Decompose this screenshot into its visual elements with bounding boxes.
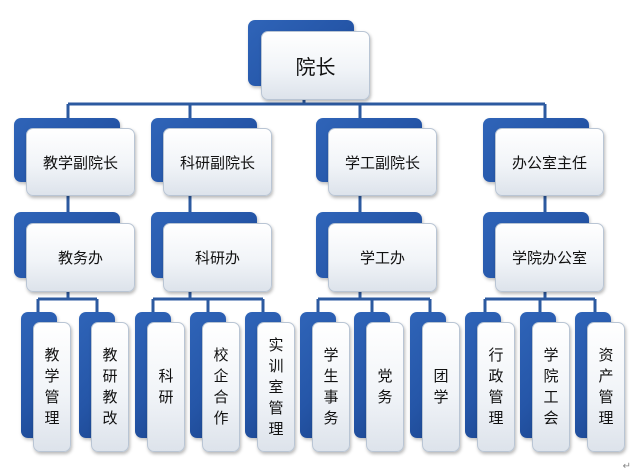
label-char: 学 (433, 388, 449, 406)
node-vp-student-affairs: 学工副院长 (316, 118, 437, 196)
node-teaching-management: 教学管理 (21, 312, 71, 452)
label-char: 管 (598, 388, 614, 406)
paragraph-mark: ↵ (622, 461, 631, 472)
node-teaching-reform: 教研教改 (79, 312, 129, 452)
label-char: 管 (44, 388, 60, 406)
node-label: 学院工会 (532, 322, 570, 452)
label-char: 学 (323, 346, 339, 364)
node-label: 行政管理 (477, 322, 515, 452)
node-student-matters: 学生事务 (300, 312, 350, 452)
node-label: 学生事务 (312, 322, 350, 452)
node-label: 科研 (147, 322, 185, 452)
label-char: 生 (323, 367, 339, 385)
label-char: 资 (598, 346, 614, 364)
connector-l3-l4 (36, 290, 597, 313)
label-char: 作 (213, 409, 229, 427)
label-char: 合 (213, 388, 229, 406)
node-label: 教务办 (26, 223, 135, 292)
node-youth-league: 团学 (410, 312, 460, 452)
node-college-office: 学院办公室 (483, 212, 604, 292)
label-char: 校 (213, 346, 229, 364)
label-char: 工 (543, 388, 559, 406)
node-label: 教学管理 (33, 322, 71, 452)
node-school-enterprise: 校企合作 (190, 312, 240, 452)
label-char: 科 (158, 367, 174, 385)
node-asset-management: 资产管理 (575, 312, 625, 452)
node-label: 学院办公室 (495, 223, 604, 292)
node-label: 教研教改 (91, 322, 129, 452)
node-label: 院长 (261, 31, 370, 100)
node-academic-affairs-office: 教务办 (14, 212, 135, 292)
label-char: 务 (323, 409, 339, 427)
node-label: 教学副院长 (26, 128, 135, 196)
label-char: 团 (433, 367, 449, 385)
label-char: 会 (543, 409, 559, 427)
node-label: 科研办 (163, 223, 272, 292)
label-char: 理 (268, 419, 284, 438)
node-lab-management: 实训室管理 (245, 312, 295, 452)
label-char: 党 (377, 367, 393, 385)
label-char: 学 (543, 346, 559, 364)
node-label: 党务 (366, 322, 404, 452)
node-dean: 院长 (248, 20, 370, 100)
label-char: 理 (44, 409, 60, 427)
node-label: 资产管理 (587, 322, 625, 452)
node-vp-teaching: 教学副院长 (14, 118, 135, 196)
label-char: 政 (488, 367, 504, 385)
label-char: 行 (488, 346, 504, 364)
label-char: 改 (102, 409, 118, 427)
label-char: 院 (543, 367, 559, 385)
label-char: 室 (268, 377, 284, 396)
label-char: 研 (158, 388, 174, 406)
node-label: 实训室管理 (257, 322, 295, 452)
label-char: 理 (488, 409, 504, 427)
label-char: 教 (102, 346, 118, 364)
label-char: 教 (44, 346, 60, 364)
node-label: 学工副院长 (328, 128, 437, 196)
connector-root (66, 100, 547, 120)
label-char: 产 (598, 367, 614, 385)
label-char: 训 (268, 356, 284, 375)
node-student-affairs-office: 学工办 (316, 212, 437, 292)
label-char: 企 (213, 367, 229, 385)
label-char: 管 (268, 398, 284, 417)
node-label: 团学 (422, 322, 460, 452)
label-char: 务 (377, 388, 393, 406)
node-label: 学工办 (328, 223, 437, 292)
node-party-affairs: 党务 (354, 312, 404, 452)
node-label: 科研副院长 (163, 128, 272, 196)
label-char: 理 (598, 409, 614, 427)
node-label: 校企合作 (202, 322, 240, 452)
label-char: 实 (268, 335, 284, 354)
connector-l2-l3 (66, 195, 547, 213)
node-college-union: 学院工会 (520, 312, 570, 452)
node-vp-research: 科研副院长 (151, 118, 272, 196)
label-char: 管 (488, 388, 504, 406)
node-research-office: 科研办 (151, 212, 272, 292)
node-admin-management: 行政管理 (465, 312, 515, 452)
label-char: 事 (323, 388, 339, 406)
node-label: 办公室主任 (495, 128, 604, 196)
node-research: 科研 (135, 312, 185, 452)
label-char: 教 (102, 388, 118, 406)
label-char: 学 (44, 367, 60, 385)
label-char: 研 (102, 367, 118, 385)
node-office-director: 办公室主任 (483, 118, 604, 196)
